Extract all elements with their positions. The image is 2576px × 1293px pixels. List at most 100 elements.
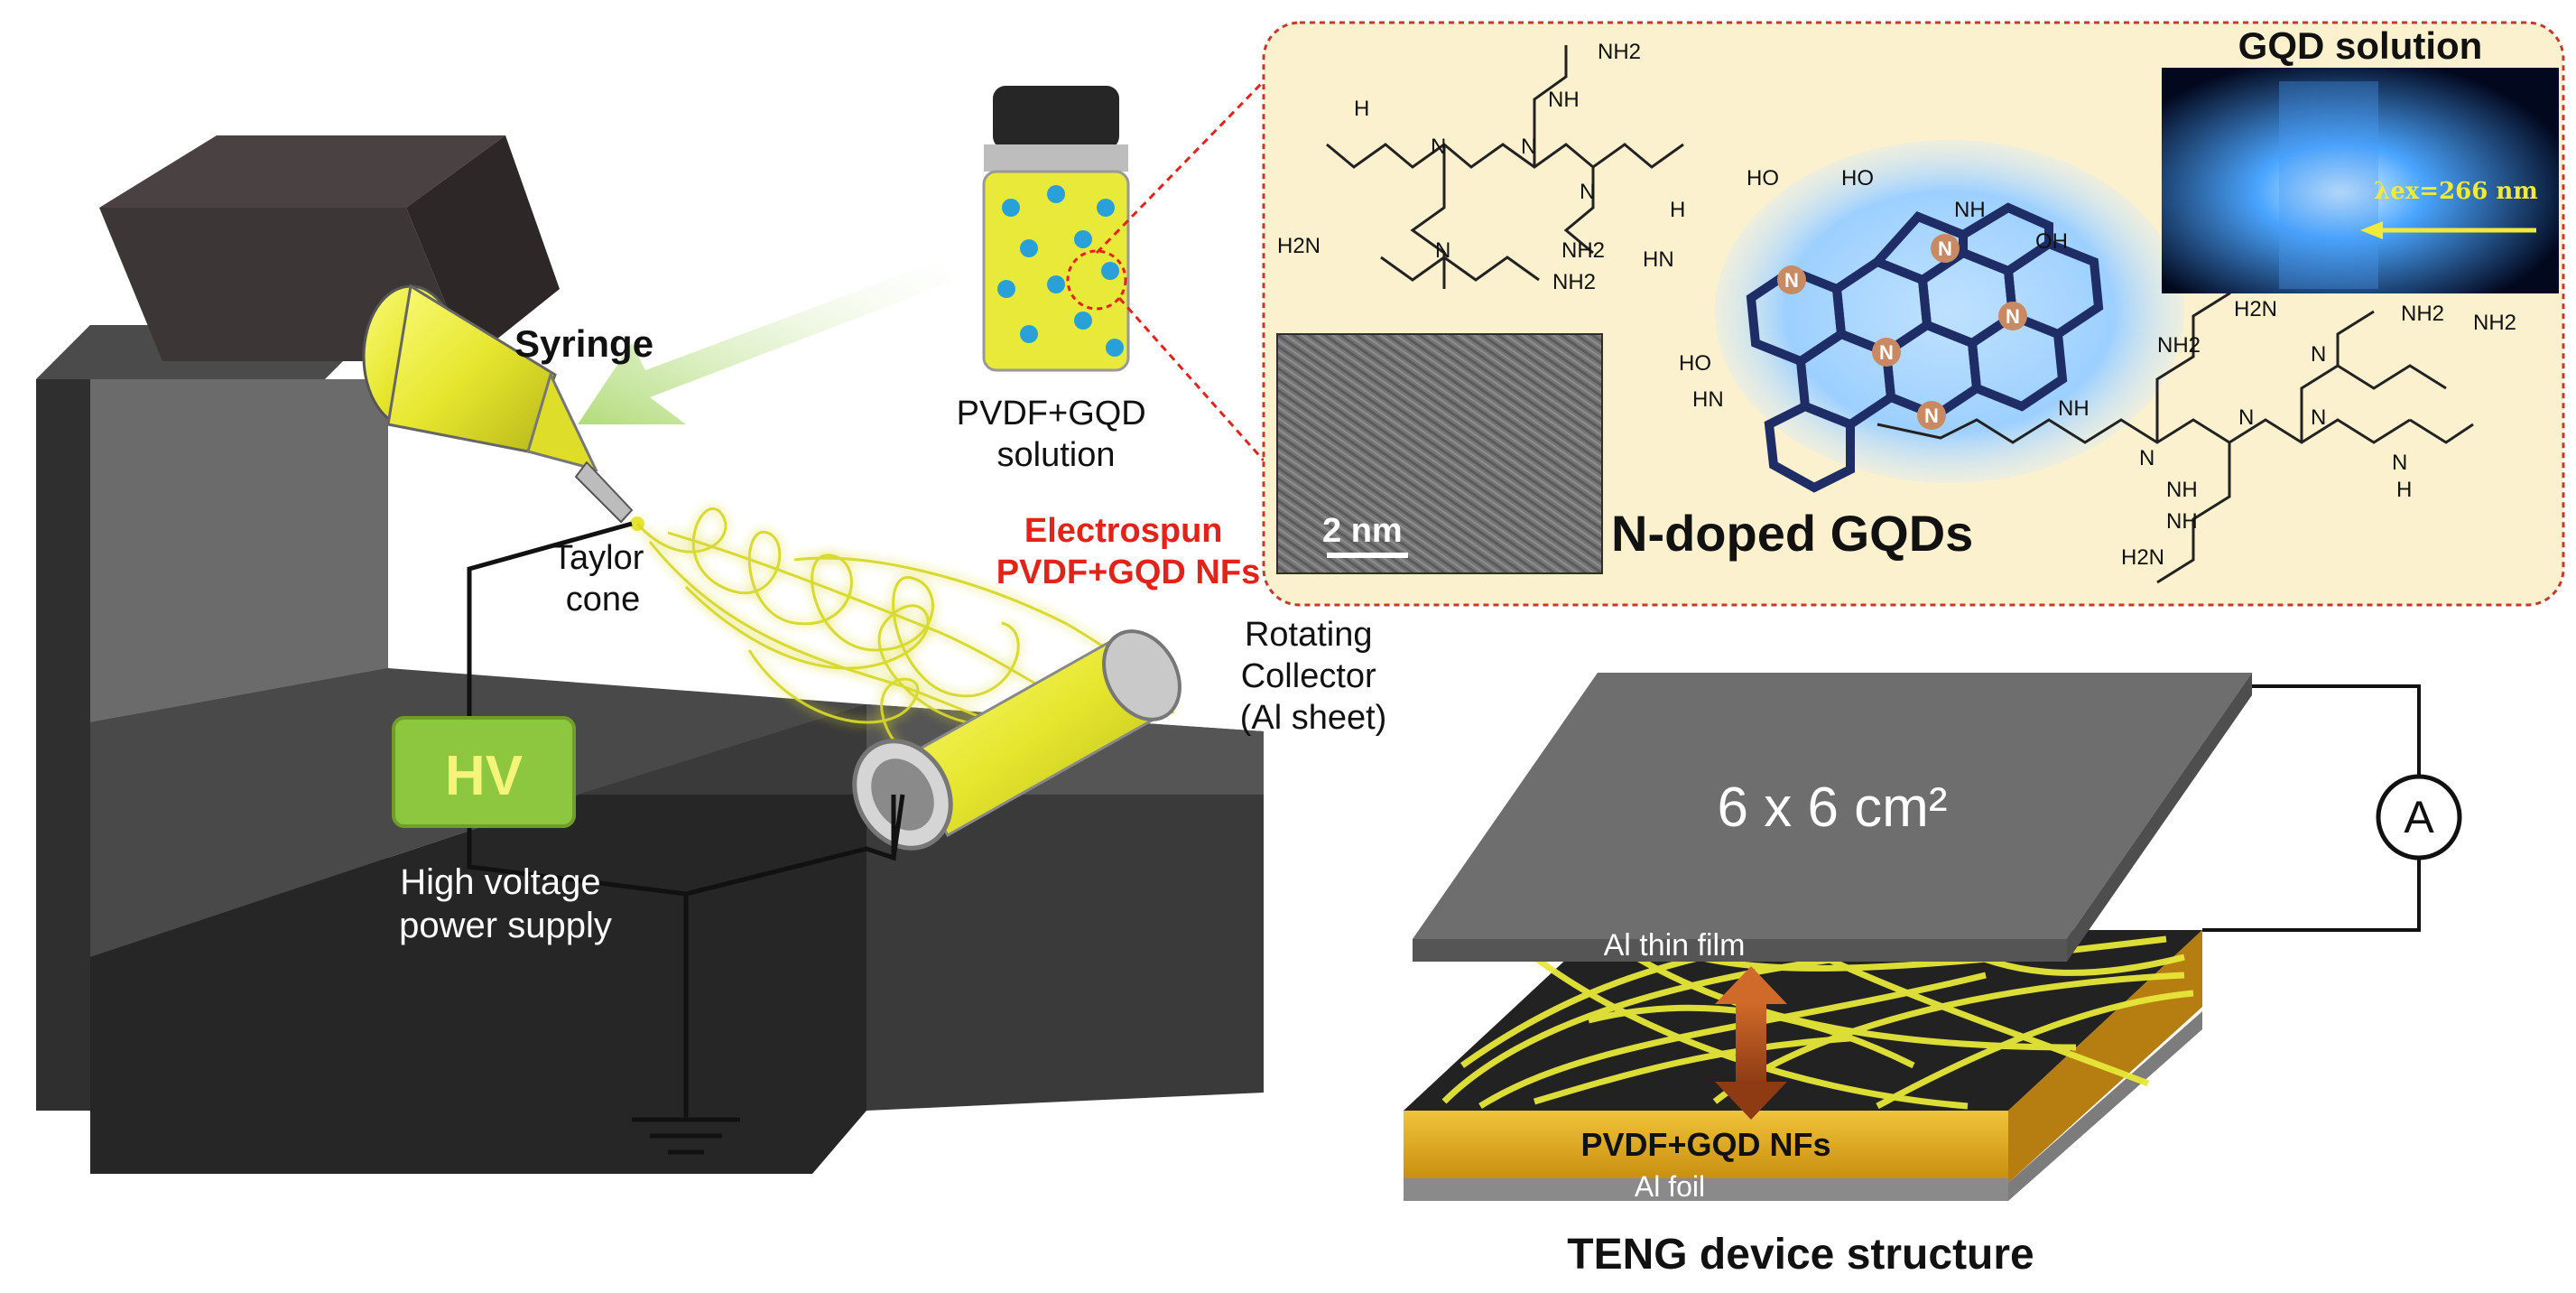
svg-text:H2N: H2N <box>2121 545 2164 570</box>
ring-n-labels: N N N N N <box>1784 237 2020 427</box>
zoom-circle <box>1066 249 1127 311</box>
external-circuit <box>2202 684 2421 932</box>
polymer-chain-left <box>1326 45 1684 289</box>
svg-text:NH2: NH2 <box>1598 40 1641 64</box>
svg-text:H2N: H2N <box>2234 297 2277 321</box>
chain-labels-left: H N N NH2 NH N H H2N N NH2 NH2 <box>1277 40 1685 294</box>
svg-text:N: N <box>1431 135 1446 159</box>
scale-bar-label: 2 nm <box>1322 512 1403 550</box>
svg-text:N: N <box>1938 237 1952 260</box>
tem-image: 2 nm <box>1276 333 1603 574</box>
svg-text:H: H <box>1670 198 1685 222</box>
gqd-dots <box>997 185 1124 357</box>
gqd-inset: H N N NH2 NH N H H2N N NH2 NH2 <box>1262 21 2565 607</box>
svg-text:H: H <box>2396 478 2412 502</box>
svg-text:N: N <box>1784 269 1799 292</box>
taylor-line1: Taylor <box>552 539 644 577</box>
svg-text:N: N <box>2238 405 2254 430</box>
svg-text:NH: NH <box>1954 198 1986 222</box>
electrospun-line1: Electrospun <box>1024 512 1223 550</box>
top-plate-side <box>2067 673 2252 962</box>
gqd-solution-photo: λex=266 nm <box>2162 68 2559 293</box>
solution-bottle <box>982 86 1130 372</box>
pump-box-side <box>406 135 560 361</box>
svg-text:N: N <box>1879 341 1894 364</box>
svg-text:NH: NH <box>1548 88 1580 112</box>
lambda-label: λex=266 nm <box>2374 178 2538 205</box>
contact-separation-arrow <box>1715 966 1787 1120</box>
nf-layer-side <box>2008 930 2202 1183</box>
svg-text:N: N <box>1924 405 1939 427</box>
functional-groups: HO HO NH OH HN HO HN <box>1643 166 2068 412</box>
svg-text:N: N <box>2392 451 2407 475</box>
gqd-solution-title: GQD solution <box>2238 24 2483 67</box>
hv-caption: High voltage power supply <box>399 862 612 945</box>
svg-text:HN: HN <box>1643 247 1674 272</box>
svg-text:H2N: H2N <box>1277 234 1320 258</box>
top-plate-front <box>1413 939 2067 962</box>
pump-box-top <box>99 135 505 208</box>
top-plate-top <box>1413 673 2252 939</box>
collector-line2: Collector <box>1241 657 1376 695</box>
svg-text:HO: HO <box>1747 166 1779 191</box>
ndoped-label: N-doped GQDs <box>1611 505 1973 562</box>
frame-base-front <box>90 795 866 1174</box>
zoom-line-top <box>1095 79 1265 255</box>
collector-line1: Rotating <box>1245 616 1373 654</box>
syringe-label: Syringe <box>514 322 653 365</box>
teng-caption: TENG device structure <box>1567 1231 2034 1279</box>
electrospun-label: Electrospun PVDF+GQD NFs <box>996 512 1260 591</box>
taylor-line2: cone <box>566 581 640 619</box>
taylor-cone-label: Taylor cone <box>552 539 653 619</box>
bottle-caption: PVDF+GQD solution <box>957 395 1156 474</box>
collector-label: Rotating Collector (Al sheet) <box>1240 616 1387 737</box>
teng-device: 6 x 6 cm² Al thin film PVDF+GQD NFs Al f… <box>1404 673 2462 1279</box>
al-film-label: Al thin film <box>1604 928 1746 963</box>
svg-text:HN: HN <box>1692 387 1724 412</box>
ammeter-label: A <box>2404 792 2434 842</box>
gqd-glow <box>1715 140 2184 483</box>
svg-text:NH: NH <box>2166 509 2198 534</box>
syringe <box>362 284 644 531</box>
feed-arrow <box>578 257 957 424</box>
svg-text:NH: NH <box>2166 478 2198 502</box>
hv-caption-line2: power supply <box>399 906 612 945</box>
svg-text:NH2: NH2 <box>2401 302 2444 326</box>
hv-caption-line1: High voltage <box>400 862 600 902</box>
svg-text:HO: HO <box>1679 351 1711 376</box>
circuit-wires <box>467 521 896 1155</box>
svg-text:NH2: NH2 <box>1552 270 1596 294</box>
svg-text:H: H <box>1354 97 1369 121</box>
svg-text:HO: HO <box>1841 166 1874 191</box>
svg-text:N: N <box>1521 135 1536 159</box>
svg-text:NH2: NH2 <box>2157 333 2201 358</box>
bottle-line1: PVDF+GQD <box>957 395 1146 433</box>
electrospun-line2: PVDF+GQD NFs <box>996 553 1260 591</box>
hv-label: HV <box>445 745 523 807</box>
collector-line3: (Al sheet) <box>1240 699 1387 737</box>
svg-text:N: N <box>1580 180 1595 204</box>
electrospinning-setup: HV High voltage power supply Syringe Tay… <box>36 79 1387 1174</box>
svg-text:N: N <box>2311 342 2326 367</box>
svg-text:N: N <box>2311 405 2326 430</box>
chain-labels-right: NH N N N N NH2 H2N NH2 NH2 NH NH H2N N H <box>2058 297 2516 570</box>
svg-text:N: N <box>2139 446 2154 470</box>
nf-label: PVDF+GQD NFs <box>1580 1126 1830 1163</box>
svg-text:NH2: NH2 <box>2473 311 2516 335</box>
svg-text:NH2: NH2 <box>1561 238 1605 263</box>
frame-inner-panel <box>90 379 388 722</box>
n-dopant-atoms <box>1777 234 2027 430</box>
bottle-line2: solution <box>997 436 1116 474</box>
ammeter: A <box>2376 774 2462 860</box>
zoom-line-bottom <box>1117 297 1265 461</box>
hv-power-supply: HV <box>392 716 576 828</box>
rotating-collector <box>852 629 1181 859</box>
al-foil-label: Al foil <box>1635 1170 1705 1203</box>
svg-text:NH: NH <box>2058 396 2090 421</box>
svg-text:N: N <box>2006 305 2020 328</box>
nanofiber-strands <box>1441 935 2194 1110</box>
frame-base-side <box>578 704 1264 1111</box>
svg-text:OH: OH <box>2035 229 2068 254</box>
area-label: 6 x 6 cm² <box>1718 777 1948 839</box>
